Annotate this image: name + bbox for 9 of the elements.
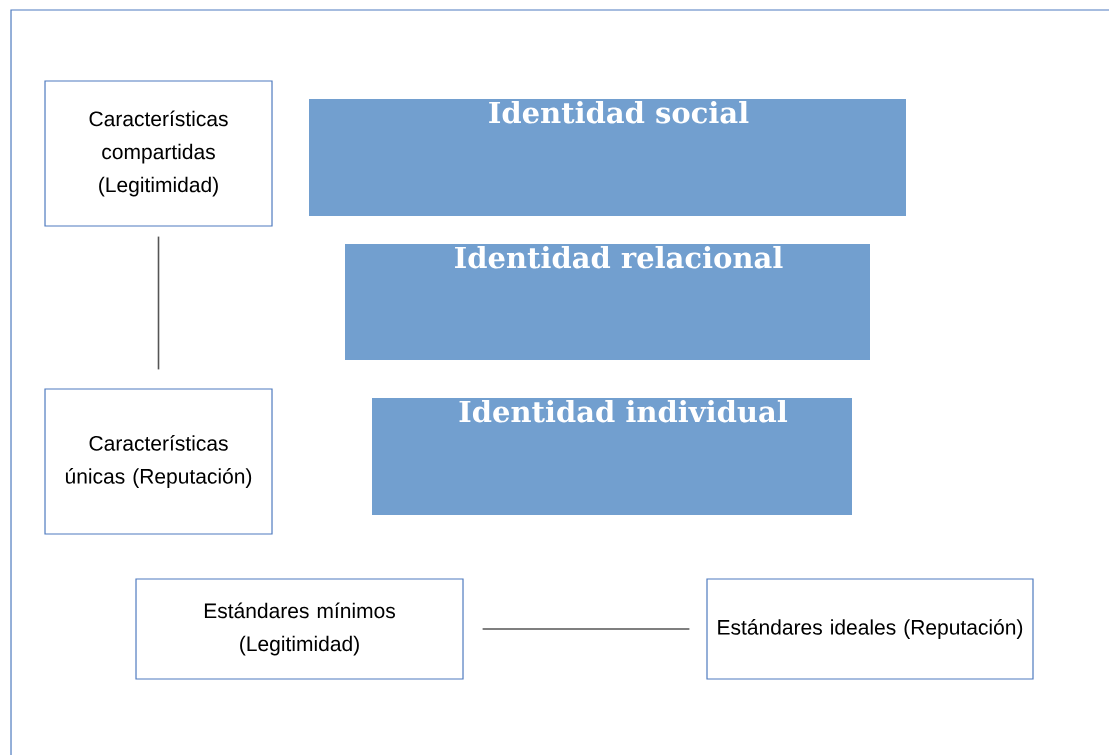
- connector-line: [157, 235, 160, 371]
- text-box: Estándares ideales (Reputación): [706, 578, 1034, 680]
- identity-band: Identidad social: [309, 99, 906, 216]
- text-box: Estándares mínimos (Legitimidad): [135, 578, 464, 680]
- text-box: Características compartidas (Legitimidad): [44, 80, 273, 227]
- connector-line: [481, 628, 691, 630]
- text-box: Características únicas (Reputación): [44, 388, 273, 535]
- identity-band: Identidad individual: [372, 398, 852, 515]
- identity-band: Identidad relacional: [345, 244, 870, 360]
